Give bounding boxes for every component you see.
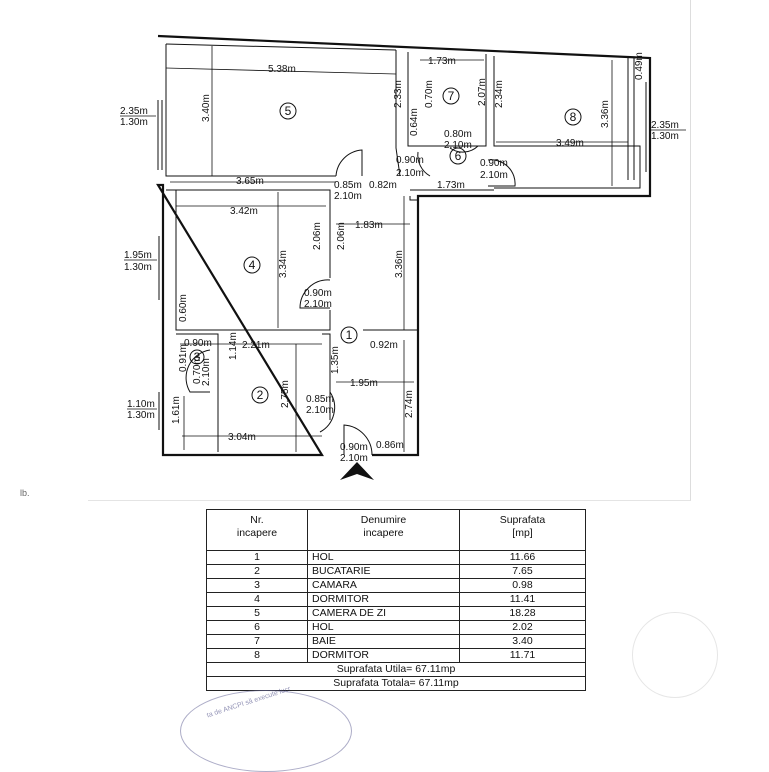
dim-label: 1.35m: [330, 346, 341, 374]
room-2-label: 2: [257, 388, 264, 402]
dim-label: 3.36m: [600, 100, 611, 128]
dim-label: 2.10m: [444, 140, 472, 151]
total-area-row: Suprafata Totala= 67.11mp: [206, 676, 586, 691]
dim-label: 0.70m: [424, 80, 435, 108]
corner-mark: lb.: [20, 488, 30, 498]
window-label: 1.30m: [124, 262, 152, 273]
dim-label: 2.10m: [340, 453, 368, 464]
dim-label: 0.85m: [306, 394, 334, 405]
room-1-label: 1: [346, 328, 353, 342]
window-label: 1.10m: [127, 399, 155, 410]
dim-label: 3.49m: [556, 138, 584, 149]
dim-label: 3.65m: [236, 176, 264, 187]
dim-label: 2.75m: [280, 380, 291, 408]
dim-label: 3.34m: [278, 250, 289, 278]
dim-label: 2.10m: [306, 405, 334, 416]
room-numbers: 5 7 8 6 4 1 3 2: [194, 89, 577, 402]
faint-stamp-circle: [632, 612, 718, 698]
dim-label: 0.90m: [480, 158, 508, 169]
walls: [156, 34, 652, 457]
dim-label: 0.60m: [178, 294, 189, 322]
dim-label: 2.10m: [480, 170, 508, 181]
dim-label: 0.90m: [396, 155, 424, 166]
dim-label: 2.10m: [201, 358, 212, 386]
window-label: 1.30m: [120, 117, 148, 128]
window-label: 2.35m: [651, 120, 679, 131]
dim-label: 2.34m: [494, 80, 505, 108]
dim-label: 2.74m: [404, 390, 415, 418]
dim-label: 3.36m: [394, 250, 405, 278]
room-8-label: 8: [570, 110, 577, 124]
dimension-labels: 5.38m 3.40m 3.65m 2.33m 1.73m 0.70m 2.07…: [171, 52, 645, 464]
room-markers: [189, 87, 582, 404]
dim-label: 2.10m: [396, 168, 424, 179]
room-3-label: 3: [194, 350, 201, 364]
dim-label: 5.38m: [268, 64, 296, 75]
util-area-row: Suprafata Utila= 67.11mp: [206, 662, 586, 677]
dim-label: 0.64m: [409, 108, 420, 136]
official-stamp: ta de ANCPI să execute lucr: [180, 686, 352, 772]
dim-label: 0.92m: [370, 340, 398, 351]
dim-label: 2.10m: [334, 191, 362, 202]
dim-label: 0.49m: [634, 52, 645, 80]
dim-label: 1.95m: [350, 378, 378, 389]
dim-label: 0.91m: [178, 344, 189, 372]
door-swings: [185, 145, 516, 456]
dim-label: 3.42m: [230, 206, 258, 217]
window-label: 1.30m: [651, 131, 679, 142]
room-6-label: 6: [455, 149, 462, 163]
dim-label: 2.33m: [393, 80, 404, 108]
dim-label: 2.07m: [477, 78, 488, 106]
dim-label: 0.90m: [184, 338, 212, 349]
floor-plan: 5 7 8 6 4 1 3 2 5.38m 3.40m 3.65m 2.33m …: [120, 34, 686, 480]
dim-label: 2.06m: [312, 222, 323, 250]
header-nr: Nr.incapere: [206, 509, 308, 551]
dim-label: 0.70m: [192, 356, 203, 384]
dim-label: 1.83m: [355, 220, 383, 231]
dim-label: 0.90m: [304, 288, 332, 299]
plan-sheet: [88, 0, 691, 501]
dim-label: 2.10m: [304, 299, 332, 310]
window-label: 2.35m: [120, 106, 148, 117]
room-5-label: 5: [285, 104, 292, 118]
window-label: 1.95m: [124, 250, 152, 261]
dim-label: 1.73m: [437, 180, 465, 191]
dim-label: 0.82m: [369, 180, 397, 191]
entrance-arrow-icon: [340, 462, 374, 480]
dimension-lines: [165, 46, 628, 452]
dim-label: 3.04m: [228, 432, 256, 443]
dim-label: 2.21m: [242, 340, 270, 351]
dim-label: 1.61m: [171, 396, 182, 424]
dim-label: 0.85m: [334, 180, 362, 191]
window-labels: 2.35m 1.30m 2.35m 1.30m 1.95m 1.30m 1.10…: [120, 106, 686, 421]
dim-label: 1.73m: [428, 56, 456, 67]
dim-label: 0.80m: [444, 129, 472, 140]
dim-label: 0.86m: [376, 440, 404, 451]
room-7-label: 7: [448, 89, 455, 103]
window-label: 1.30m: [127, 410, 155, 421]
dim-label: 1.14m: [228, 332, 239, 360]
room-4-label: 4: [249, 258, 256, 272]
header-area: Suprafata[mp]: [459, 509, 586, 551]
dim-label: 3.40m: [201, 94, 212, 122]
dim-label: 0.90m: [340, 442, 368, 453]
dim-label: 2.06m: [336, 222, 347, 250]
windows: [157, 37, 651, 430]
